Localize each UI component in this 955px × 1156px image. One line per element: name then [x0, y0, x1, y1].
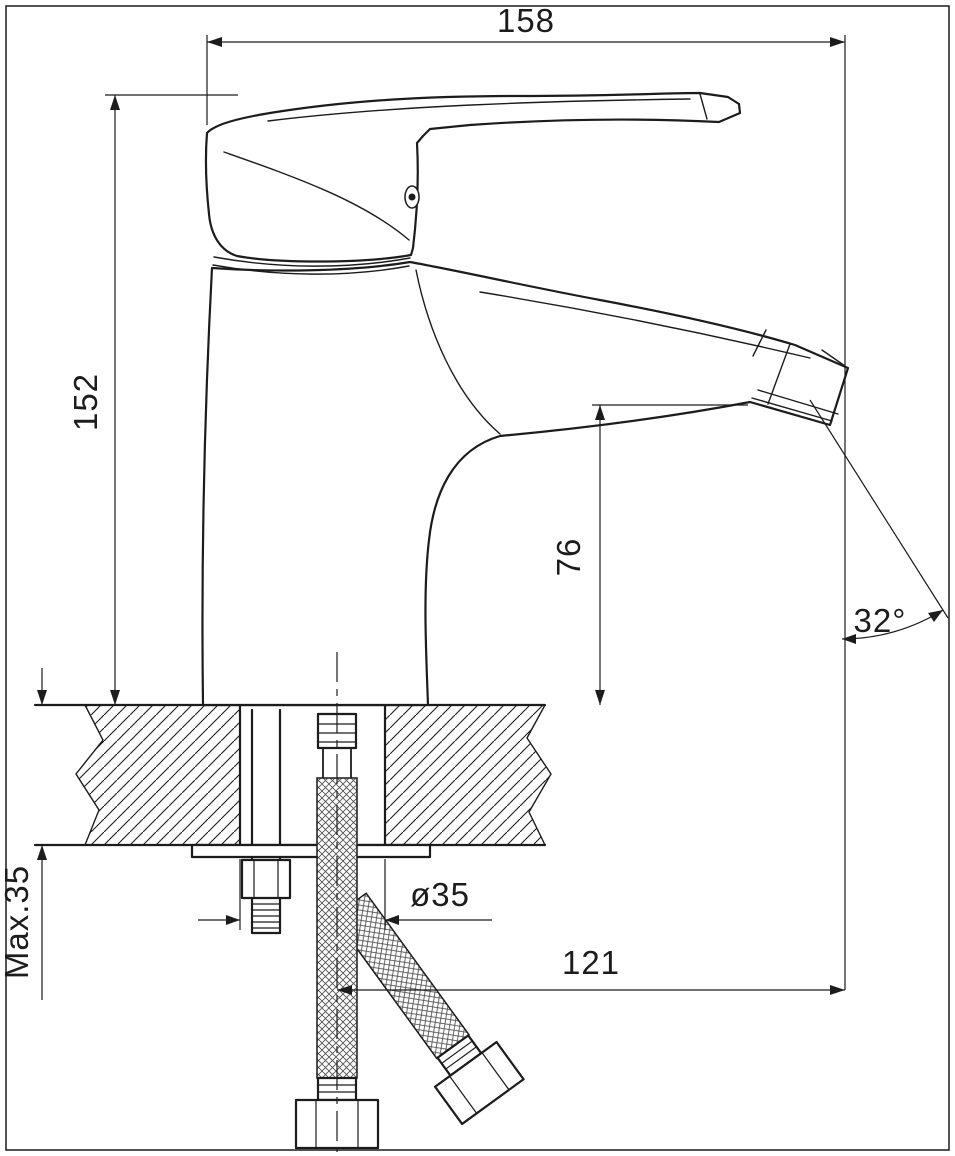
- arc-arrow-right: [928, 610, 943, 622]
- hose-angled-hex-facets: [449, 1052, 510, 1114]
- break-line-right: [526, 704, 552, 846]
- arrow-left: [337, 985, 352, 995]
- threaded-stud: [250, 708, 282, 935]
- arrow-right: [830, 37, 845, 47]
- faucet: [201, 91, 850, 707]
- hose-hex-nut-facets: [315, 1100, 359, 1148]
- hatch-area-right: [385, 705, 551, 845]
- dim-label-max35: Max.35: [0, 865, 35, 979]
- dimension-max-35: Max.35: [0, 668, 47, 1000]
- arrow-right: [830, 985, 845, 995]
- dimension-76: 76: [550, 404, 748, 705]
- stud-thread-marks: [252, 903, 280, 929]
- spout-angle-line: [809, 399, 949, 619]
- arrow-up: [37, 845, 47, 860]
- dim-label-32deg: 32°: [854, 602, 907, 639]
- mounting-nut: [240, 858, 292, 900]
- spout-tip-tick: [752, 329, 767, 357]
- dimension-hole-35: ø35: [198, 859, 492, 930]
- dim-label-158: 158: [497, 2, 555, 39]
- hatch-area-left: [76, 705, 240, 845]
- mounting-nut-facets: [253, 860, 279, 898]
- hose-angled-hex-nut: [433, 1040, 525, 1126]
- arrow-right: [385, 915, 399, 925]
- break-line-left: [75, 704, 104, 846]
- aerator-tip-chamfer: [821, 349, 846, 367]
- indicator-dot: [408, 193, 416, 201]
- arrow-bottom: [110, 690, 120, 705]
- base-flange: [190, 843, 432, 859]
- hose-neck: [322, 747, 352, 779]
- spout-chamfer-line: [479, 291, 811, 359]
- ext-lines-hole: [239, 859, 386, 930]
- arrow-down: [37, 690, 47, 705]
- dim-label-152: 152: [67, 373, 104, 431]
- body-neck-crease: [415, 269, 501, 435]
- countertop-section: [33, 703, 552, 847]
- arrow-left: [226, 915, 240, 925]
- dim-label-hole: ø35: [410, 876, 470, 913]
- dim-label-121: 121: [562, 944, 620, 981]
- faucet-body-spout: [201, 260, 850, 707]
- hood-contour: [223, 151, 410, 241]
- lever-crease: [267, 98, 691, 122]
- faucet-handle: [204, 91, 742, 263]
- mounting-hardware: [240, 708, 292, 935]
- dimension-angle-32: 32°: [809, 399, 949, 644]
- arrow-top: [110, 95, 120, 110]
- dimension-158: 158: [206, 2, 846, 990]
- handle-silhouette: [204, 91, 742, 263]
- dim-label-76: 76: [550, 538, 587, 577]
- mounting-hole-walls: [238, 703, 387, 847]
- lever-tip-notch: [699, 93, 708, 120]
- aerator: [751, 329, 846, 422]
- dimension-152: 152: [67, 94, 238, 705]
- hose-angled-crimp-lines: [441, 1040, 477, 1070]
- page-border: [5, 5, 950, 1151]
- arrow-left: [207, 37, 222, 47]
- arrow-bottom: [595, 690, 605, 705]
- arrow-top: [595, 405, 605, 420]
- supply-hose-angled: [332, 892, 525, 1126]
- aerator-facet-lines: [751, 389, 839, 422]
- dimension-121: 121: [337, 944, 845, 995]
- arc-arrow-left: [842, 634, 856, 644]
- cartridge-collar: [212, 256, 411, 275]
